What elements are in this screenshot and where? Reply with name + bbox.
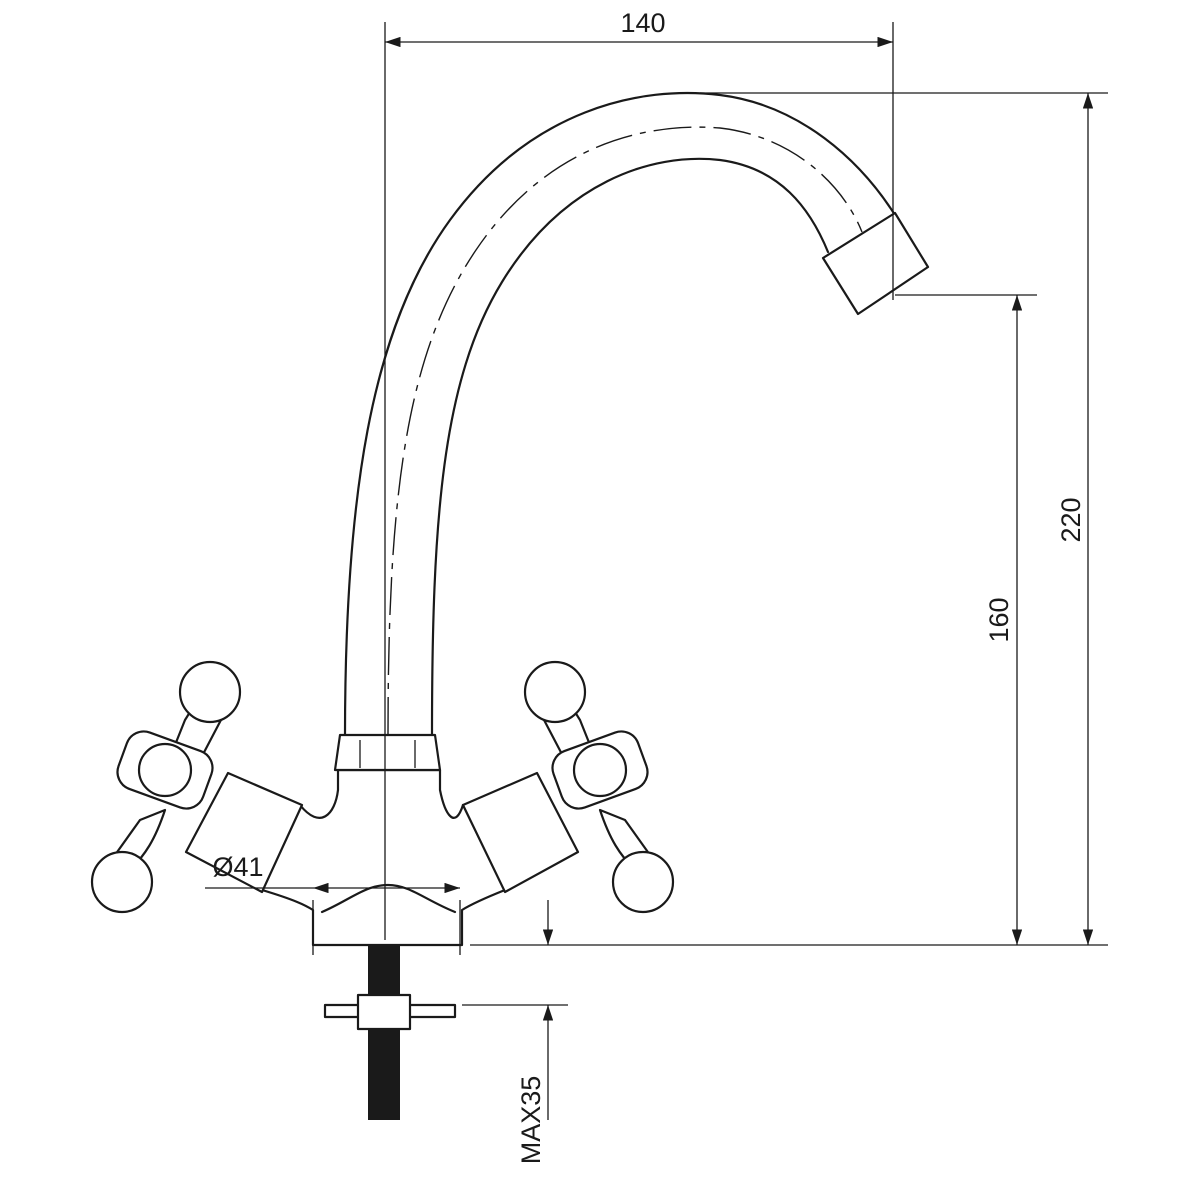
- left-valve-housing: [184, 771, 304, 894]
- spout: [343, 91, 930, 737]
- left-handle[interactable]: [90, 660, 242, 914]
- right-handle[interactable]: [523, 660, 675, 914]
- dim-max-mount: MAX35: [516, 1076, 546, 1165]
- right-valve-housing: [461, 771, 580, 894]
- dim-spout-reach: 140: [620, 8, 665, 38]
- mounting-shank: [323, 945, 457, 1120]
- dimension-lines: [205, 22, 1108, 1120]
- dim-total-height: 220: [1056, 497, 1086, 542]
- cap-nut: [333, 733, 442, 772]
- dim-outlet-height: 160: [984, 597, 1014, 642]
- dim-base-diameter: Ø41: [212, 852, 263, 882]
- spout-nozzle: [821, 211, 930, 316]
- mounting-nut: [356, 993, 412, 1031]
- faucet-body: [184, 733, 580, 947]
